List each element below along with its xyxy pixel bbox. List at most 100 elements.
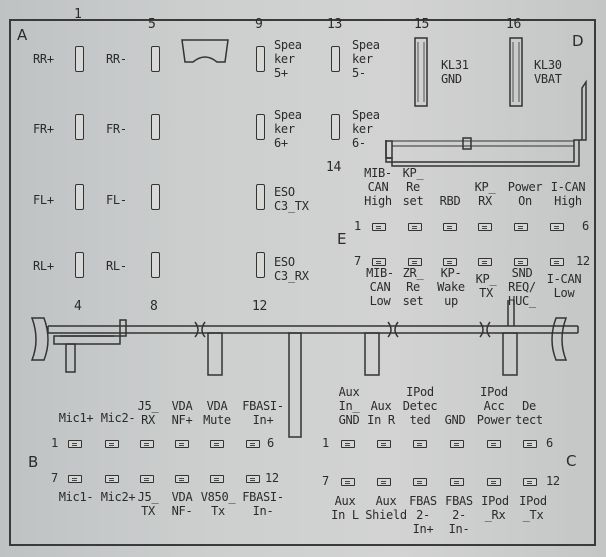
pin-number-9: 9 [255,17,263,32]
label-ipod-detected: IPod Detec ted [402,385,438,427]
pin-e-6 [550,223,564,231]
block-c-pin-1: 1 [322,436,329,450]
label-ipod-rx: IPod _Rx [481,494,509,522]
pin-e-10 [478,258,492,266]
pin-c-5 [487,440,501,448]
corner-label-c: C [566,452,577,470]
pin-c-6 [523,440,537,448]
pin-e-7 [372,258,386,266]
pin-number-4: 4 [74,299,82,314]
label-speaker-5-minus: Spea ker 5- [352,38,380,80]
kl30-housing [509,37,523,107]
label-snd-req-huc: SND REQ/ HUC_ [508,266,536,308]
label-eso-c3-tx: ESO C3_TX [274,185,309,213]
pin-e-3 [443,223,457,231]
pin-number-1: 1 [74,7,82,22]
label-aux-in-r: Aux In R [367,399,395,427]
pin-b-11 [210,475,224,483]
label-rr-plus: RR+ [33,52,54,66]
label-gnd: GND [444,413,466,427]
block-e-pin-7: 7 [354,254,361,268]
label-speaker-6-minus: Spea ker 6- [352,108,380,150]
pin-e-1 [372,223,386,231]
slot-pin-2 [75,114,84,140]
pin-c-8 [377,478,391,486]
slot-pin-14 [331,114,340,140]
label-mic2-minus: Mic2- [100,411,136,425]
label-i-can-low: I-CAN Low [546,272,582,300]
slot-pin-1 [75,46,84,72]
label-vda-nf-minus: VDA NF- [171,490,193,518]
label-kl31-gnd: KL31 GND [441,58,469,86]
label-rr-minus: RR- [106,52,127,66]
slot-pin-3 [75,184,84,210]
block-c-pin-7: 7 [322,474,329,488]
label-fbasi-in-plus: FBASI- In+ [242,399,284,427]
slot-pin-11 [256,184,265,210]
slot-pin-9 [256,46,265,72]
pin-b-7 [68,475,82,483]
corner-label-b: B [28,453,38,471]
label-rl-plus: RL+ [33,259,54,273]
drop-e [507,300,515,326]
label-mib-can-low: MIB- CAN Low [366,266,394,308]
pin-b-12 [246,475,260,483]
label-eso-c3-rx: ESO C3_RX [274,255,309,283]
label-mib-can-high: MIB- CAN High [364,166,392,208]
pin-e-9 [443,258,457,266]
power-cable [385,79,587,167]
pin-b-10 [175,475,189,483]
label-ipod-acc-power: IPod Acc Power [476,385,512,427]
pin-number-5: 5 [148,17,156,32]
pin-c-9 [413,478,427,486]
label-power-on: Power On [507,180,543,208]
main-bus [48,325,578,334]
corner-label-d: D [572,32,584,50]
label-aux-in-gnd: Aux In_ GND [338,385,360,427]
label-v850-tx: V850_ Tx [200,490,236,518]
pin-b-8 [105,475,119,483]
label-fbas2-in-minus: FBAS 2- In- [445,494,473,536]
label-detect: De tect [515,399,543,427]
label-fl-minus: FL- [106,193,127,207]
pin-e-8 [408,258,422,266]
pin-e-2 [408,223,422,231]
arch-clip-icon [181,39,229,63]
slot-pin-8 [151,252,160,278]
pin-c-12 [523,478,537,486]
drop-c2 [502,332,518,376]
drop-b1 [207,332,223,376]
label-kl30-vbat: KL30 VBAT [534,58,562,86]
label-aux-in-l: Aux In L [331,494,359,522]
block-b-pin-1: 1 [51,436,58,450]
drop-c1 [364,332,380,376]
label-speaker-5-plus: Spea ker 5+ [274,38,302,80]
block-e-pin-12: 12 [576,254,590,268]
drop-b2 [288,332,302,438]
pin-b-1 [68,440,82,448]
label-kp-rx: KP_ RX [474,180,496,208]
pin-b-2 [105,440,119,448]
slot-pin-12 [256,252,265,278]
kl31-housing [414,37,428,107]
label-aux-shield: Aux Shield [365,494,407,522]
pin-number-14: 14 [326,160,342,175]
label-fbasi-in-minus: FBASI- In- [242,490,284,518]
right-end-clip [551,317,568,361]
label-speaker-6-plus: Spea ker 6+ [274,108,302,150]
pin-c-11 [487,478,501,486]
pin-e-11 [514,258,528,266]
label-zr-reset: ZR_ Re set [402,266,424,308]
pin-c-2 [377,440,391,448]
label-kp-tx: KP_ TX [475,272,497,300]
slot-pin-5 [151,46,160,72]
label-rbd: RBD [439,194,461,208]
label-j5-tx: J5_ TX [137,490,159,518]
pin-c-3 [413,440,427,448]
label-ipod-tx: IPod _Tx [519,494,547,522]
label-fr-plus: FR+ [33,122,54,136]
pin-number-16: 16 [506,17,522,32]
block-c-pin-6: 6 [546,436,553,450]
